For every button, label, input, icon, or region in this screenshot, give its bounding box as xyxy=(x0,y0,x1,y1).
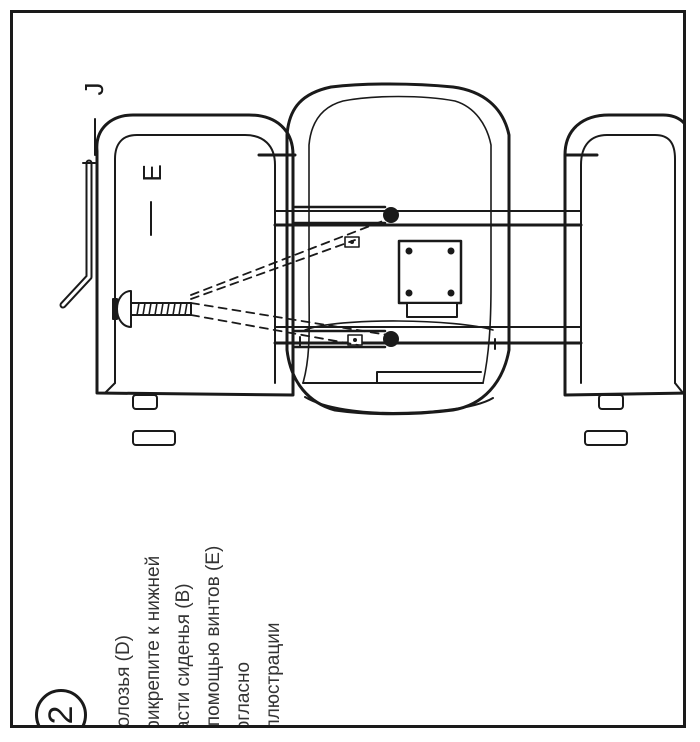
label-leaders xyxy=(94,118,152,236)
instruction-frame: 2 Полозья (D) прикрепите к нижней части … xyxy=(10,10,686,728)
screw-part xyxy=(112,290,192,328)
label-key: J xyxy=(79,83,109,96)
alignment-guides xyxy=(190,218,389,346)
assembly-illustration: E J xyxy=(59,83,683,446)
label-screw: E xyxy=(137,164,167,181)
rocker-legs xyxy=(95,113,683,446)
allen-key-part xyxy=(59,159,96,309)
mounting-plate xyxy=(397,239,463,318)
rotated-content: 2 Полозья (D) прикрепите к нижней части … xyxy=(13,13,683,725)
